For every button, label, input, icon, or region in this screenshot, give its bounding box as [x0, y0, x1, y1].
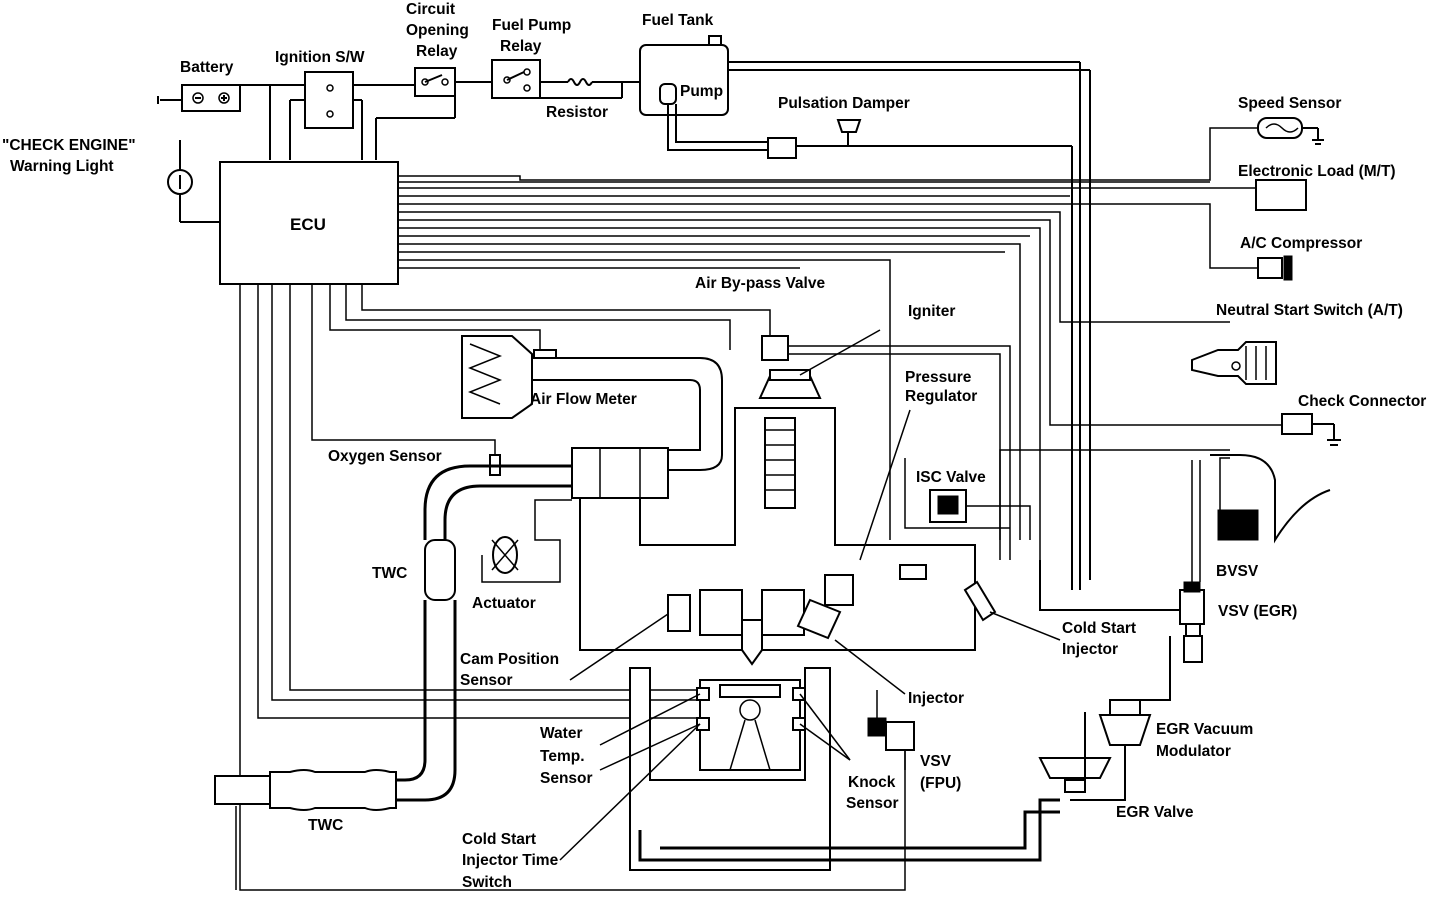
air-flow-meter — [461, 335, 723, 471]
label-vsv-egr: VSV (EGR) — [1218, 603, 1297, 620]
fuel-tank — [639, 35, 729, 116]
label-pressure-regulator-1: Pressure — [905, 369, 972, 386]
label-cam-position-sensor-2: Sensor — [460, 672, 513, 689]
label-cam-position-sensor-1: Cam Position — [460, 651, 559, 668]
label-actuator: Actuator — [472, 595, 536, 612]
label-cold-start-time-switch-2: Injector Time — [462, 852, 559, 869]
ecu-harness-right — [398, 127, 1282, 600]
ecu-box — [219, 161, 399, 285]
label-water-temp-sensor-1: Water — [540, 725, 583, 742]
vsv-egr — [1039, 460, 1205, 701]
label-circuit-opening-relay-1: Circuit — [406, 1, 455, 18]
label-ecu: ECU — [290, 215, 326, 234]
label-egr-valve: EGR Valve — [1116, 804, 1194, 821]
label-ac-compressor: A/C Compressor — [1240, 235, 1362, 252]
vsv-fpu — [867, 690, 915, 770]
ac-compressor — [1257, 255, 1293, 281]
label-air-bypass-valve: Air By-pass Valve — [695, 275, 825, 292]
egr-vacuum-modulator — [638, 699, 1152, 862]
cold-start-injector — [963, 580, 997, 622]
label-cold-start-injector-1: Cold Start — [1062, 620, 1136, 637]
label-check-connector: Check Connector — [1298, 393, 1426, 410]
label-air-flow-meter: Air Flow Meter — [530, 391, 637, 408]
label-electronic-load: Electronic Load (M/T) — [1238, 163, 1396, 180]
engine-block — [629, 667, 831, 871]
pulsation-damper — [767, 119, 862, 159]
label-neutral-start-switch: Neutral Start Switch (A/T) — [1216, 302, 1403, 319]
label-egr-vacuum-modulator-1: EGR Vacuum — [1156, 721, 1253, 738]
speed-sensor — [1257, 117, 1324, 145]
label-oxygen-sensor: Oxygen Sensor — [328, 448, 442, 465]
label-water-temp-sensor-3: Sensor — [540, 770, 593, 787]
neutral-start-switch — [1191, 341, 1277, 385]
label-speed-sensor: Speed Sensor — [1238, 95, 1341, 112]
label-fuel-pump-relay-2: Relay — [500, 38, 542, 55]
label-vsv-fpu-2: (FPU) — [920, 775, 961, 792]
label-circuit-opening-relay-3: Relay — [416, 43, 458, 60]
ecu-harness-bottom — [235, 284, 906, 891]
label-cold-start-injector-2: Injector — [1062, 641, 1118, 658]
label-circuit-opening-relay-2: Opening — [406, 22, 469, 39]
pressure-regulator — [859, 409, 927, 580]
isc-valve — [904, 458, 1031, 540]
label-fuel-tank: Fuel Tank — [642, 12, 714, 29]
label-battery: Battery — [180, 59, 234, 76]
label-cold-start-time-switch-3: Switch — [462, 874, 512, 891]
intake-chamber — [579, 407, 976, 651]
label-twc-upper: TWC — [372, 565, 407, 582]
label-pressure-regulator-2: Regulator — [905, 388, 977, 405]
actuator — [481, 499, 572, 583]
label-igniter: Igniter — [908, 303, 955, 320]
label-ignition-sw: Ignition S/W — [275, 49, 365, 66]
circuit-opening-relay — [414, 67, 456, 97]
label-isc-valve: ISC Valve — [916, 469, 986, 486]
fuel-rail — [667, 574, 854, 666]
check-connector — [1281, 413, 1341, 446]
exhaust-pipe — [214, 464, 572, 811]
label-knock-sensor-1: Knock — [848, 774, 896, 791]
label-vsv-fpu-1: VSV — [920, 753, 952, 770]
bvsv — [999, 449, 1331, 544]
label-bvsv: BVSV — [1216, 563, 1259, 580]
label-twc-lower: TWC — [308, 817, 343, 834]
leader-lines — [559, 611, 1061, 861]
battery — [157, 84, 241, 112]
label-injector: Injector — [908, 690, 964, 707]
resistor — [540, 78, 640, 99]
fuel-pump-relay — [491, 59, 541, 99]
label-cold-start-time-switch-1: Cold Start — [462, 831, 536, 848]
electronic-load — [1255, 179, 1307, 211]
ignition-switch — [304, 71, 354, 129]
igniter — [758, 329, 881, 399]
label-pulsation-damper: Pulsation Damper — [778, 95, 910, 112]
label-check-engine-2: Warning Light — [10, 158, 114, 175]
label-water-temp-sensor-2: Temp. — [540, 748, 585, 765]
throttle-body — [571, 447, 669, 499]
label-resistor: Resistor — [546, 104, 608, 121]
label-egr-vacuum-modulator-2: Modulator — [1156, 743, 1231, 760]
label-pump: Pump — [680, 83, 723, 100]
check-engine-light — [167, 140, 220, 223]
label-fuel-pump-relay-1: Fuel Pump — [492, 17, 571, 34]
label-knock-sensor-2: Sensor — [846, 795, 899, 812]
label-check-engine-1: "CHECK ENGINE" — [2, 137, 136, 154]
